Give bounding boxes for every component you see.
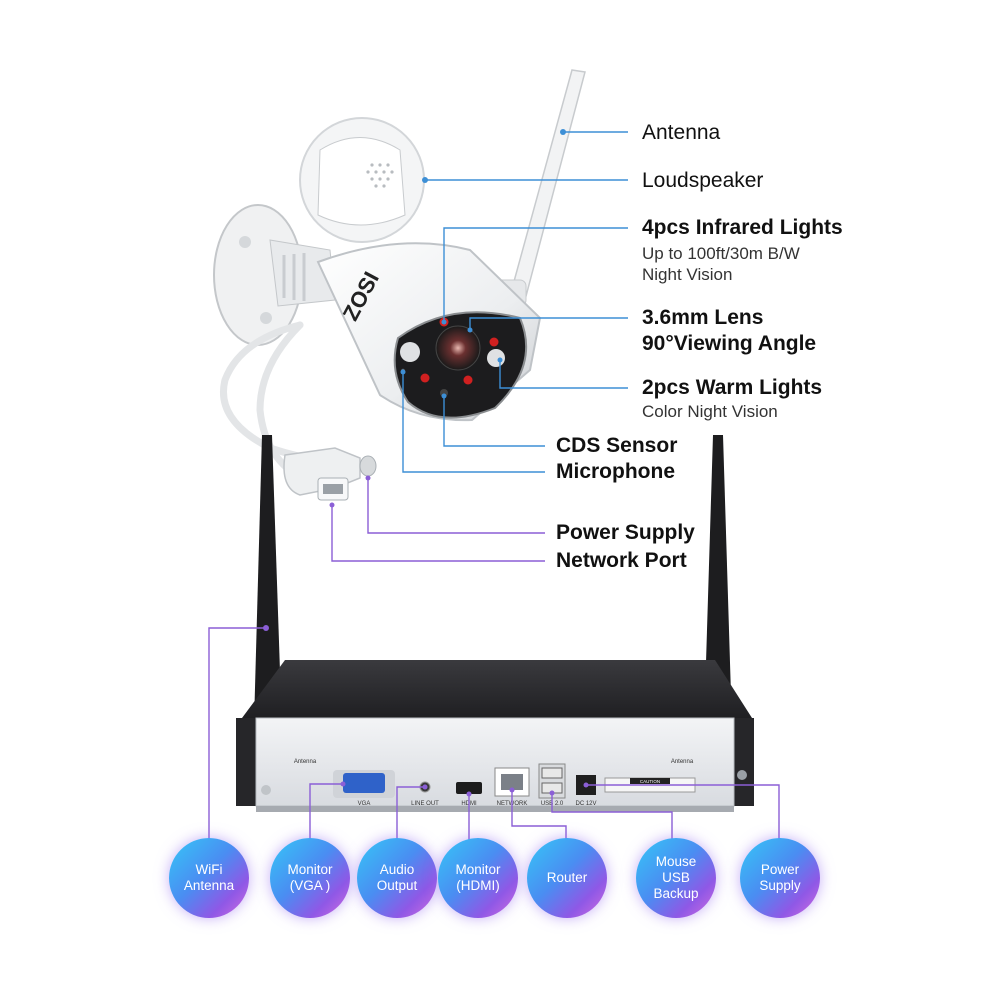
usb-port: [541, 767, 563, 779]
label-infrared-lights: 4pcs Infrared Lights Up to 100ft/30m B/W…: [642, 216, 843, 284]
camera-antenna: [491, 69, 586, 307]
camera-leader-lines: [402, 131, 628, 473]
cable-leader-lines: [331, 478, 545, 562]
bubble-router: Router: [527, 838, 607, 918]
bubble-monitor-vga: Monitor (VGA ): [270, 838, 350, 918]
camera-body: ZOSI: [316, 242, 542, 422]
camera-connectors: [283, 447, 377, 501]
label-power-supply: Power Supply: [556, 521, 695, 544]
line-out-label: LINE OUT: [411, 801, 439, 807]
bubble-wifi-antenna: WiFi Antenna: [169, 838, 249, 918]
antenna-right-label: Antenna: [671, 759, 694, 765]
warm-light: [487, 349, 505, 367]
dc-port-label: DC 12V: [575, 801, 596, 807]
power-connector: [359, 455, 377, 477]
camera-mount: [213, 204, 336, 346]
hdmi-port: [456, 782, 482, 794]
caution-label: CAUTION: [640, 779, 660, 784]
nvr-recorder: VGA LINE OUT HDMI NETWORK USB 2.0 DC 12V…: [236, 435, 754, 812]
label-loudspeaker: Loudspeaker: [642, 169, 764, 192]
bubble-monitor-hdmi: Monitor (HDMI): [438, 838, 518, 918]
label-warm-lights: 2pcs Warm Lights Color Night Vision: [642, 376, 823, 421]
port-leader-lines: [208, 627, 780, 840]
label-network-port: Network Port: [556, 549, 687, 572]
label-cds-sensor: CDS Sensor: [556, 434, 678, 457]
warm-light: [400, 342, 420, 362]
bubble-mouse-usb-backup: Mouse USB Backup: [636, 838, 716, 918]
network-port-nvr: [501, 774, 523, 790]
loudspeaker-inset: [299, 117, 425, 243]
antenna-left-label: Antenna: [294, 759, 317, 765]
camera-lens: [435, 325, 481, 371]
label-microphone: Microphone: [556, 460, 675, 483]
bubble-audio-output: Audio Output: [357, 838, 437, 918]
vga-port: [343, 773, 385, 793]
label-antenna: Antenna: [642, 121, 721, 144]
vga-port-label: VGA: [358, 801, 371, 807]
label-lens: 3.6mm Lens 90°Viewing Angle: [642, 306, 817, 355]
bubble-power-supply: Power Supply: [740, 838, 820, 918]
camera-leader-dots: [400, 129, 566, 399]
